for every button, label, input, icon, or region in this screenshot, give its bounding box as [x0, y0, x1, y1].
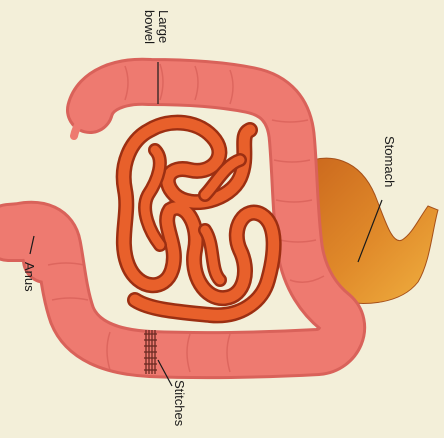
- small-intestine-shape: [124, 123, 274, 316]
- large-bowel-label-line2: bowel: [142, 10, 156, 44]
- large-bowel-label-line1: Large: [156, 10, 170, 44]
- stitches-label: Stitches: [172, 380, 186, 426]
- large-bowel-label: Large bowel: [142, 10, 170, 44]
- anus-label: Anus: [22, 262, 36, 292]
- stomach-label: Stomach: [382, 136, 396, 187]
